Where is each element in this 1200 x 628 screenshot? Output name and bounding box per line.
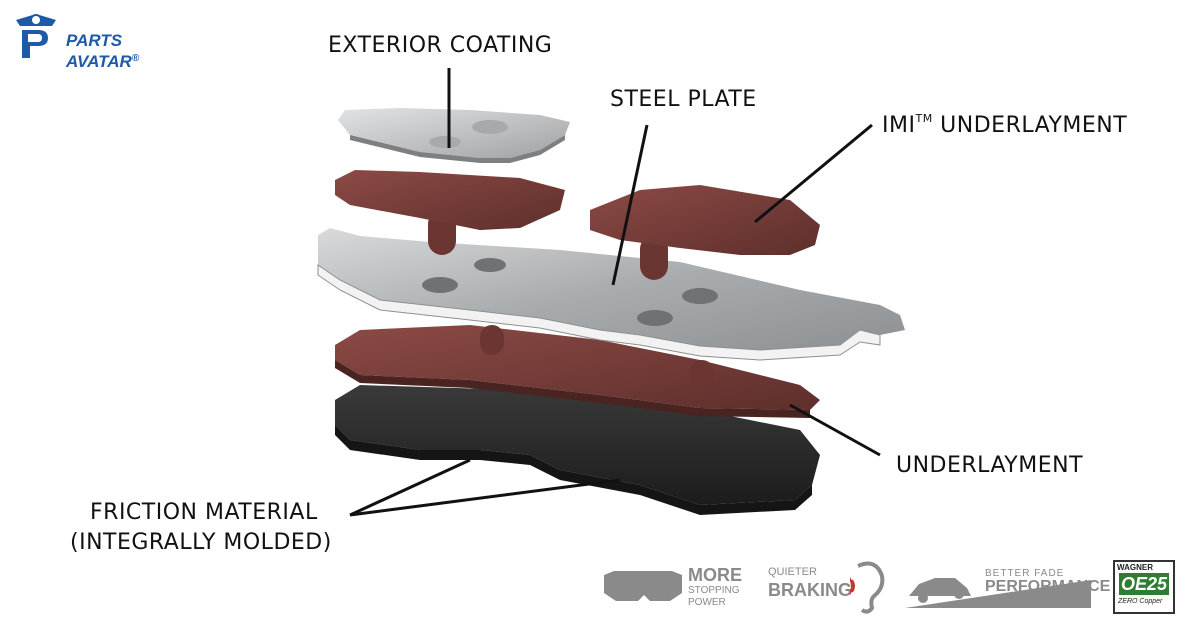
badge-fade-performance: BETTER FADE PERFORMANCE: [905, 560, 1110, 610]
badge-quieter-text: QUIETER: [768, 566, 817, 578]
plate-hole: [474, 258, 506, 272]
plate-hole: [422, 277, 458, 293]
logo-mascot-icon: [16, 14, 56, 58]
coating-hole: [429, 136, 461, 148]
logo-line-1: PARTS: [66, 31, 123, 50]
imi-post: [640, 235, 668, 280]
badge-stopping-power: MORE STOPPING POWER: [600, 563, 750, 613]
label-imi-underlayment: IMITM UNDERLAYMENT: [882, 112, 1127, 138]
label-steel-plate: STEEL PLATE: [610, 87, 757, 112]
underlayment-post: [480, 325, 504, 355]
wagner-number-text: 25: [1146, 574, 1168, 594]
wagner-oe-text: OE: [1120, 574, 1147, 594]
label-underlayment: UNDERLAYMENT: [896, 453, 1084, 478]
imi-trademark: TM: [915, 112, 933, 125]
badge-braking-text: BRAKING: [768, 580, 852, 600]
wagner-sub-text: ZERO Copper: [1118, 598, 1163, 605]
badge-wagner-oe25: WAGNER OE25 ZERO Copper: [1113, 560, 1175, 614]
logo-registered-mark: ®: [131, 53, 140, 64]
underlayment-layer: [335, 325, 820, 418]
wagner-brand-text: WAGNER: [1117, 563, 1153, 572]
badge-quieter-braking: QUIETER BRAKING: [768, 560, 888, 616]
brake-pad-icon: [604, 571, 682, 601]
plate-hole: [637, 310, 673, 326]
coating-hole: [472, 120, 508, 134]
leader-imi-underlayment: [754, 123, 873, 224]
badge-power-text: POWER: [688, 597, 726, 608]
leader-steel-plate: [611, 124, 649, 286]
logo-line-2: AVATAR: [66, 52, 132, 71]
leader-underlayment: [789, 403, 881, 457]
steel-plate-layer: [317, 228, 905, 361]
badge-performance-text: PERFORMANCE: [985, 578, 1111, 595]
leader-friction-1: [349, 458, 471, 517]
exterior-coating-layer: [338, 108, 570, 163]
ear-icon: [850, 561, 885, 614]
badge-fade-text: BETTER FADE: [985, 568, 1065, 579]
parts-avatar-logo[interactable]: PARTS AVATAR®: [8, 10, 158, 71]
leader-lines: [349, 68, 881, 517]
leader-friction-2: [349, 478, 621, 517]
wagner-oe-box: OE25: [1119, 573, 1169, 595]
badge-more-text: MORE: [688, 565, 742, 585]
imi-text: IMI: [882, 113, 916, 138]
underlayment-post: [690, 360, 714, 388]
plate-hole: [682, 288, 718, 304]
label-friction-material: FRICTION MATERIAL: [90, 500, 318, 525]
imi-underlayment-text: UNDERLAYMENT: [932, 113, 1128, 138]
badge-stopping-text: STOPPING: [688, 585, 740, 596]
car-on-slope-icon: [905, 578, 1091, 608]
label-exterior-coating: EXTERIOR COATING: [328, 33, 553, 58]
label-friction-molded: (INTEGRALLY MOLDED): [70, 530, 332, 555]
logo-wordmark: PARTS AVATAR®: [66, 32, 139, 71]
imi-underlayment-layer: [335, 170, 820, 280]
